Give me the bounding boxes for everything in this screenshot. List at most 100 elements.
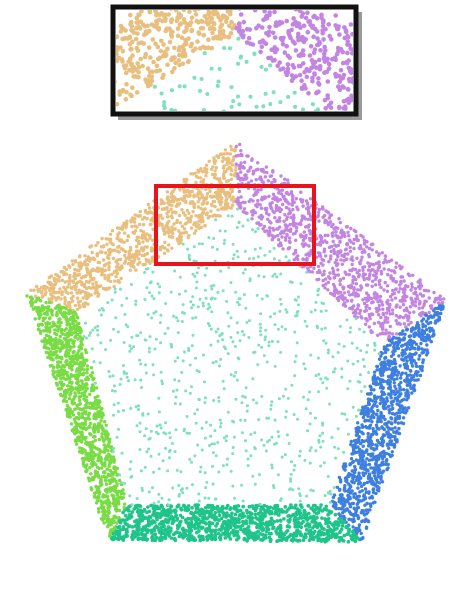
point	[123, 249, 128, 254]
point	[260, 538, 265, 542]
point	[307, 244, 311, 248]
point	[370, 420, 374, 424]
point	[349, 240, 353, 244]
point	[269, 509, 274, 514]
point	[148, 222, 153, 227]
point	[421, 330, 425, 334]
point	[75, 291, 79, 295]
point	[78, 446, 82, 450]
point	[280, 235, 284, 239]
point	[65, 285, 70, 289]
point	[368, 398, 373, 402]
point	[76, 337, 80, 341]
point	[186, 504, 191, 508]
point	[407, 339, 412, 343]
point	[239, 170, 243, 174]
point	[138, 214, 142, 218]
point	[211, 536, 215, 540]
point	[304, 243, 308, 247]
point	[221, 174, 226, 178]
point	[384, 311, 389, 315]
point	[410, 299, 415, 303]
point	[99, 457, 104, 461]
point	[406, 318, 410, 323]
point	[236, 525, 240, 529]
point	[388, 436, 392, 440]
point	[329, 244, 334, 249]
point	[308, 212, 312, 216]
point	[107, 478, 112, 483]
point	[93, 438, 98, 443]
point	[159, 513, 164, 518]
point	[317, 532, 321, 536]
point	[291, 222, 295, 226]
point	[421, 322, 425, 326]
point	[194, 221, 198, 225]
point	[348, 462, 353, 466]
point	[132, 220, 137, 224]
point	[234, 154, 238, 158]
point	[116, 226, 120, 230]
point	[414, 342, 419, 346]
point	[328, 220, 333, 224]
point	[267, 194, 271, 198]
point	[286, 178, 290, 182]
point	[364, 463, 368, 467]
point	[127, 505, 131, 509]
point	[270, 234, 275, 238]
point	[80, 451, 85, 455]
point	[116, 262, 120, 266]
point	[355, 256, 359, 260]
point	[339, 249, 343, 253]
point	[152, 528, 157, 533]
point	[42, 340, 46, 344]
point	[196, 200, 200, 204]
point	[276, 219, 280, 224]
point	[117, 532, 121, 537]
point	[394, 341, 398, 345]
point	[254, 178, 258, 182]
point	[59, 365, 64, 369]
point	[278, 526, 283, 530]
point	[116, 279, 120, 284]
point	[138, 209, 142, 214]
point	[220, 200, 224, 204]
point	[174, 514, 178, 519]
point	[151, 227, 155, 231]
point	[252, 170, 256, 175]
point	[426, 289, 431, 293]
point	[392, 335, 396, 339]
point	[319, 525, 324, 529]
point	[342, 291, 347, 295]
point	[276, 227, 280, 231]
point	[65, 404, 70, 408]
point	[287, 534, 292, 539]
point	[382, 427, 386, 432]
point	[366, 431, 370, 436]
point	[103, 273, 107, 277]
point	[397, 290, 401, 294]
point	[440, 300, 445, 305]
point	[112, 284, 116, 289]
point	[192, 205, 196, 210]
point	[367, 246, 372, 251]
point	[282, 517, 286, 521]
point	[192, 514, 196, 519]
point	[110, 477, 115, 481]
point	[357, 471, 361, 475]
point	[283, 177, 287, 181]
point	[367, 426, 372, 430]
point	[364, 517, 368, 521]
point	[87, 285, 91, 290]
point	[120, 247, 125, 252]
point	[357, 435, 361, 439]
point	[270, 522, 275, 526]
point	[294, 520, 298, 525]
point	[263, 175, 267, 179]
point	[106, 472, 111, 477]
point	[410, 282, 414, 286]
point	[432, 332, 436, 336]
point	[401, 315, 406, 320]
point	[389, 439, 394, 443]
point	[371, 375, 375, 380]
